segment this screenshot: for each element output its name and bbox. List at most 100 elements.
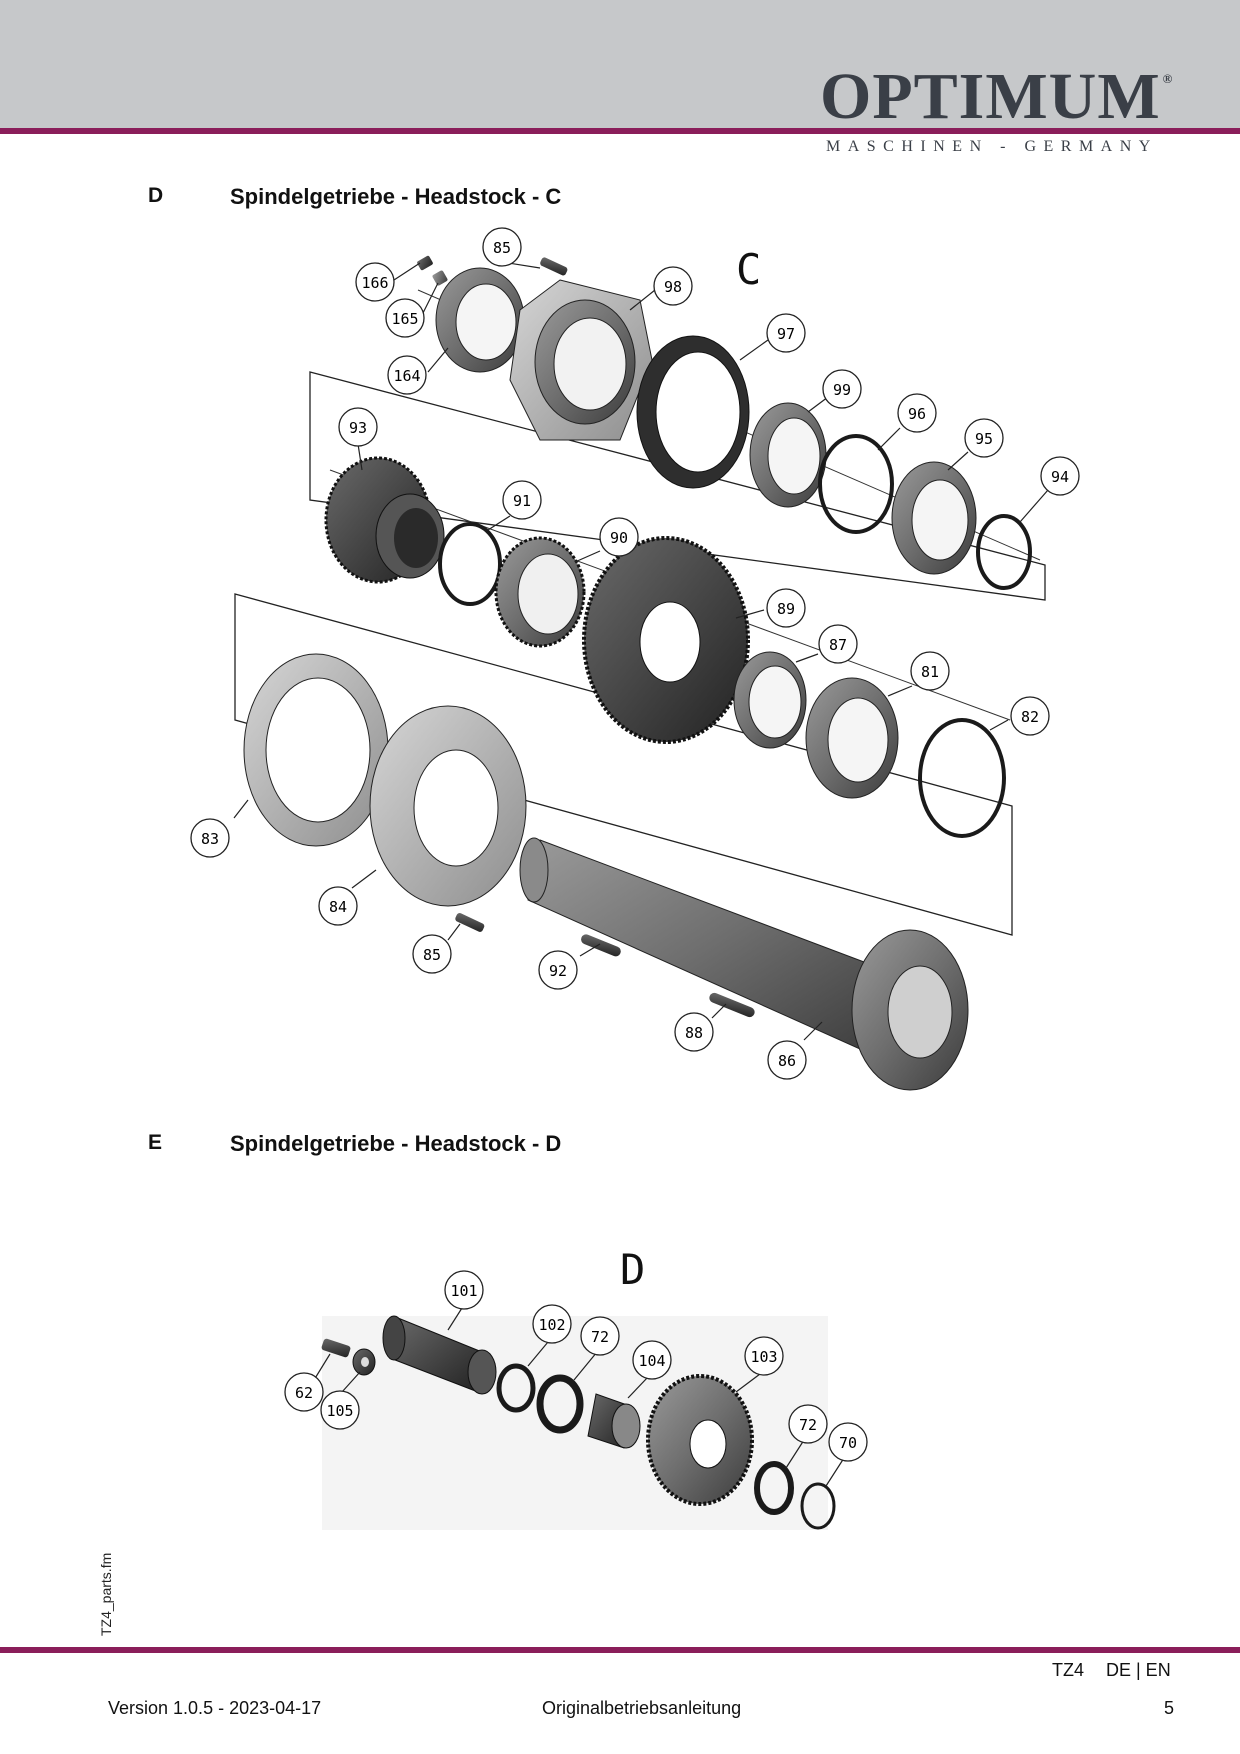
spacer-ring-part bbox=[733, 651, 807, 749]
gasket-part bbox=[636, 335, 750, 489]
header-band bbox=[0, 0, 1240, 128]
ring-part bbox=[754, 1461, 794, 1515]
logo-subtitle: MASCHINEN - GERMANY bbox=[826, 138, 1158, 155]
bearing-ring-part bbox=[749, 402, 827, 508]
gear-part bbox=[646, 1374, 754, 1506]
callout: 72 bbox=[580, 1316, 620, 1356]
svg-text:164: 164 bbox=[393, 367, 420, 385]
svg-text:102: 102 bbox=[538, 1316, 565, 1334]
callout: 166 bbox=[355, 262, 395, 302]
callout: 101 bbox=[444, 1270, 484, 1310]
callout: 87 bbox=[818, 624, 858, 664]
callout: 82 bbox=[1010, 696, 1050, 736]
callout: 97 bbox=[766, 313, 806, 353]
footer-model: TZ4 bbox=[1052, 1660, 1085, 1680]
screw-part bbox=[540, 257, 568, 276]
footer-page-number: 5 bbox=[1164, 1698, 1175, 1718]
ring-part bbox=[496, 1363, 536, 1413]
callout: 94 bbox=[1040, 456, 1080, 496]
key-part bbox=[581, 934, 621, 957]
callout: 70 bbox=[828, 1422, 868, 1462]
callout: 98 bbox=[653, 266, 693, 306]
figure-c-label: C bbox=[736, 245, 761, 294]
svg-text:91: 91 bbox=[513, 492, 531, 510]
bushing-part bbox=[587, 1393, 641, 1449]
svg-text:84: 84 bbox=[329, 898, 347, 916]
leader-lines bbox=[313, 1307, 845, 1487]
screw-part bbox=[321, 1338, 351, 1358]
callout: 103 bbox=[744, 1336, 784, 1376]
callout: 72 bbox=[788, 1404, 828, 1444]
svg-text:93: 93 bbox=[349, 419, 367, 437]
optimum-logo: OPTIMUM® bbox=[820, 64, 1173, 130]
callout: 88 bbox=[674, 1012, 714, 1052]
section-d-letter: D bbox=[148, 184, 164, 207]
washer-part bbox=[352, 1348, 376, 1376]
large-gear-part bbox=[582, 536, 750, 744]
section-e-title: Spindelgetriebe - Headstock - D bbox=[230, 1131, 562, 1156]
callout: 84 bbox=[318, 886, 358, 926]
callout: 90 bbox=[599, 517, 639, 557]
svg-text:88: 88 bbox=[685, 1024, 703, 1042]
figure-c: C bbox=[190, 227, 1080, 1091]
footer-doc-type: Originalbetriebsanleitung bbox=[542, 1698, 742, 1718]
svg-text:81: 81 bbox=[921, 663, 939, 681]
callout: 99 bbox=[822, 369, 862, 409]
screw-part bbox=[417, 255, 448, 286]
callout: 96 bbox=[897, 393, 937, 433]
svg-text:96: 96 bbox=[908, 405, 926, 423]
callout: 164 bbox=[387, 355, 427, 395]
callout: 85 bbox=[412, 934, 452, 974]
svg-text:86: 86 bbox=[778, 1052, 796, 1070]
svg-text:62: 62 bbox=[295, 1384, 313, 1402]
locknut-part bbox=[435, 267, 525, 373]
leader-lines bbox=[233, 261, 1049, 1041]
ring-part bbox=[536, 1374, 584, 1434]
logo-text: OPTIMUM bbox=[820, 60, 1161, 133]
svg-text:85: 85 bbox=[423, 946, 441, 964]
svg-text:104: 104 bbox=[638, 1352, 665, 1370]
callout: 102 bbox=[532, 1304, 572, 1344]
key-part bbox=[709, 992, 755, 1018]
bearing-flange-part bbox=[509, 279, 653, 441]
tapered-bearing-part bbox=[805, 677, 899, 799]
section-d-title: Spindelgetriebe - Headstock - C bbox=[230, 184, 562, 209]
tapered-bearing-part bbox=[891, 461, 977, 575]
svg-text:94: 94 bbox=[1051, 468, 1069, 486]
svg-text:98: 98 bbox=[664, 278, 682, 296]
callout: 91 bbox=[502, 480, 542, 520]
callout: 92 bbox=[538, 950, 578, 990]
callout: 89 bbox=[766, 588, 806, 628]
footer-languages: DE | EN bbox=[1106, 1660, 1171, 1680]
svg-text:72: 72 bbox=[591, 1328, 609, 1346]
shaft-part bbox=[382, 1315, 497, 1395]
svg-text:85: 85 bbox=[493, 239, 511, 257]
callout: 83 bbox=[190, 818, 230, 858]
header-rule bbox=[0, 128, 1240, 134]
callout: 104 bbox=[632, 1340, 672, 1380]
svg-text:165: 165 bbox=[391, 310, 418, 328]
section-e-letter: E bbox=[148, 1131, 163, 1154]
callout: 85 bbox=[482, 227, 522, 267]
gasket-part bbox=[243, 653, 389, 847]
figure-d-label: D bbox=[620, 1245, 645, 1294]
callout: 165 bbox=[385, 298, 425, 338]
logo-registered-mark: ® bbox=[1162, 71, 1174, 86]
footer-rule bbox=[0, 1647, 1240, 1653]
svg-text:105: 105 bbox=[326, 1402, 353, 1420]
callout: 86 bbox=[767, 1040, 807, 1080]
callout: 93 bbox=[338, 407, 378, 447]
side-file-name: TZ4_parts.fm bbox=[98, 1552, 114, 1636]
svg-text:90: 90 bbox=[610, 529, 628, 547]
retaining-ring-part bbox=[818, 434, 894, 534]
figure-d: D bbox=[284, 1245, 868, 1530]
circlip-part bbox=[438, 522, 502, 606]
svg-text:101: 101 bbox=[450, 1282, 477, 1300]
retaining-ring-part bbox=[918, 718, 1006, 838]
svg-text:83: 83 bbox=[201, 830, 219, 848]
svg-text:87: 87 bbox=[829, 636, 847, 654]
circlip-part bbox=[976, 514, 1032, 590]
callout: 95 bbox=[964, 418, 1004, 458]
double-gear-part bbox=[324, 456, 445, 584]
